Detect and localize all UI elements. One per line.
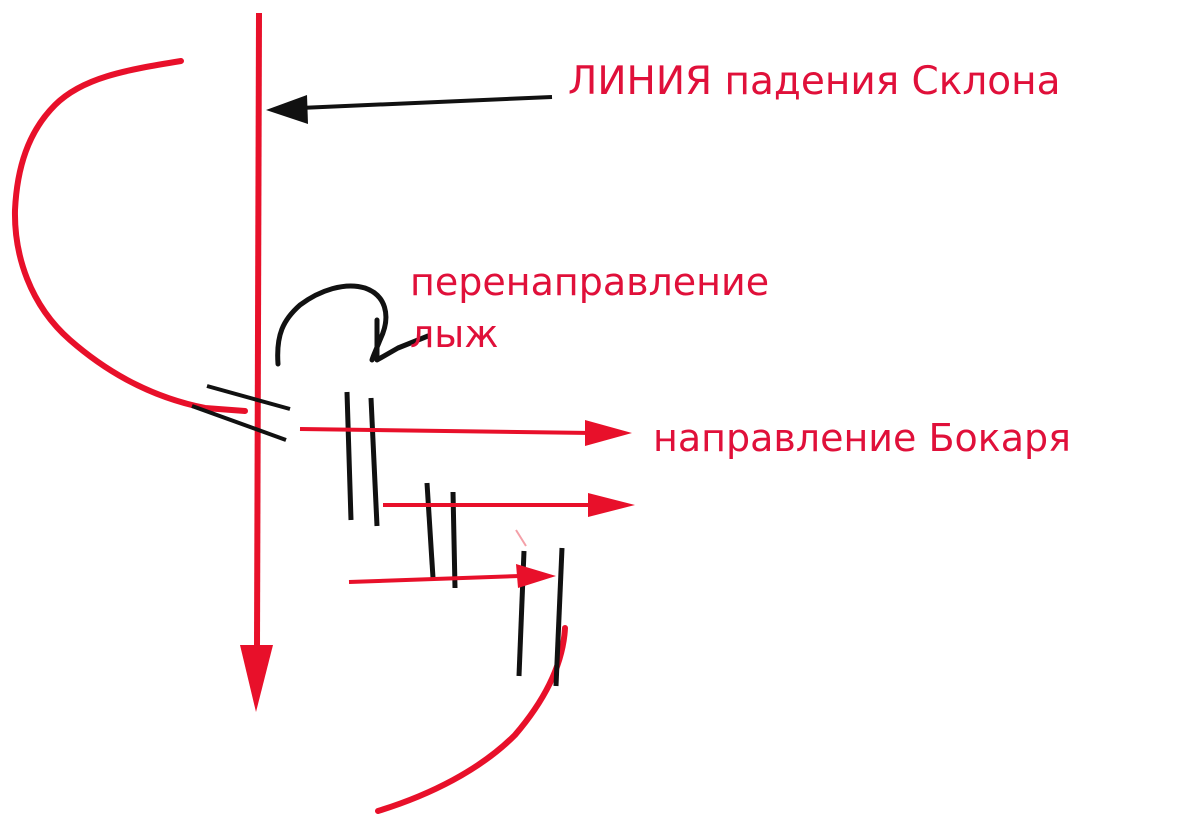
- sideslip-arrow-2-head: [588, 493, 635, 517]
- ski-pair-3-tick: [515, 529, 527, 547]
- pointer-arrow-shaft: [299, 95, 553, 110]
- ski-redirection-label-line-2: лыж: [410, 312, 499, 357]
- ski-crossing-2: [191, 404, 287, 442]
- sideslip-arrow-1-head: [585, 420, 632, 446]
- turn-arc-lower: [375, 625, 568, 814]
- ski-redirection-label: перенаправление лыж: [410, 256, 769, 361]
- sideslip-direction-label: направление Бокаря: [653, 416, 1071, 460]
- ski-pair-3-right: [553, 547, 565, 687]
- turn-arc-upper: [11, 58, 248, 414]
- ski-pair-1-left: [344, 391, 354, 521]
- fall-line: [254, 12, 262, 649]
- ski-pair-1-right: [368, 397, 380, 527]
- sideslip-arrow-1-shaft: [299, 427, 593, 435]
- sideslip-arrow-3-shaft: [348, 574, 521, 584]
- redirection-squiggle: [275, 283, 431, 367]
- sideslip-arrow-3-head: [516, 564, 556, 588]
- fall-line-arrowhead: [240, 645, 273, 712]
- ski-crossing-1: [206, 384, 291, 411]
- ski-pair-2-left: [424, 482, 436, 579]
- ski-pair-2-right: [450, 491, 458, 589]
- ski-redirection-label-line-1: перенаправление: [410, 260, 770, 304]
- pointer-arrowhead: [266, 95, 308, 124]
- fall-line-label: ЛИНИЯ падения Склона: [568, 59, 1061, 104]
